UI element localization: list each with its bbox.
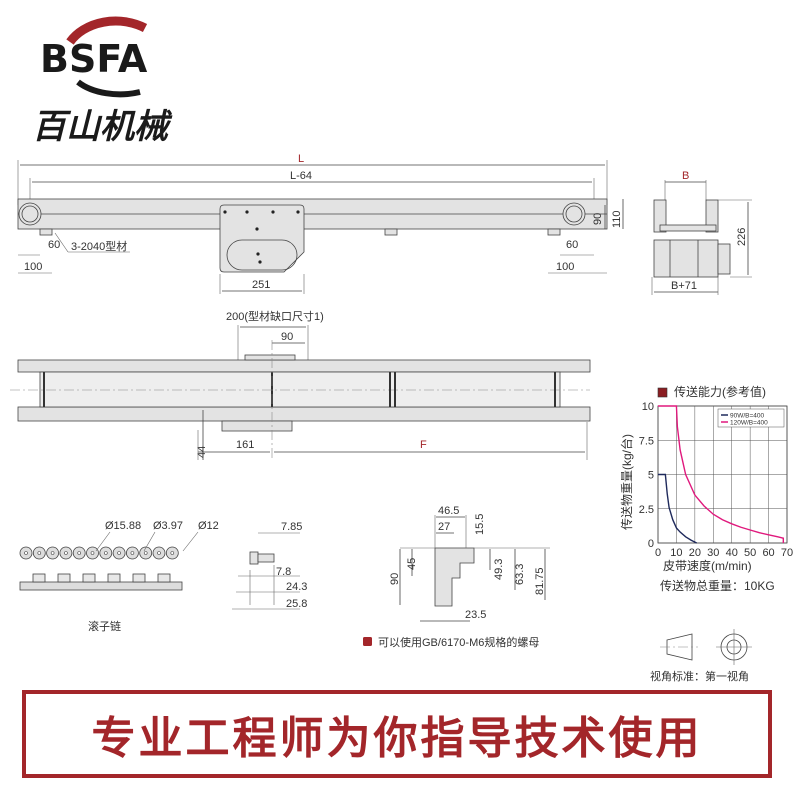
middle-view: 200(型材缺口尺寸1) 90 44 161 F (10, 309, 591, 460)
chain-attachment (82, 573, 96, 583)
dim-L: L (298, 153, 304, 165)
chart-xtick: 20 (689, 547, 701, 559)
logo-name: 百山机械 (32, 107, 173, 147)
chart-xtick: 10 (670, 547, 682, 559)
chain-d2: Ø3.97 (153, 520, 183, 532)
chain-attachment (57, 573, 71, 583)
profile-d45: 45 (406, 558, 418, 570)
profile-note: 3-2040型材 (71, 239, 127, 253)
chain-pin (90, 551, 95, 555)
chain-w4: 25.8 (286, 598, 307, 610)
chart-xlabel: 皮带速度(m/min) (663, 558, 752, 573)
chain-attachment (132, 573, 146, 583)
chart-title: 传送能力(参考值) (674, 384, 766, 399)
chain-d1: Ø15.88 (105, 520, 141, 532)
dim-161: 161 (236, 439, 254, 451)
chart-xtick: 0 (655, 547, 661, 559)
chain-w2: 7.8 (276, 566, 291, 578)
chart-legend-label: 120W/B=400 (730, 420, 768, 427)
dim-90-mid: 90 (281, 331, 293, 343)
profile-note: 可以使用GB/6170-M6规格的螺母 (378, 635, 539, 649)
chain-attachment (107, 573, 121, 583)
chart-legend (717, 408, 785, 428)
profile-d493: 49.3 (493, 559, 505, 580)
side-view: B 226 B+71 (651, 170, 752, 295)
profile-d235: 23.5 (465, 609, 486, 621)
top-view: L L-64 60 100 3-2040型材 251 60 100 90 110 (17, 153, 624, 294)
chart-series-line (658, 473, 698, 544)
banner-text: 专业工程师为你指导技术使用 (91, 713, 703, 764)
chart-ytick: 7.5 (639, 435, 654, 447)
profile-d465: 46.5 (438, 505, 459, 517)
dim-226: 226 (736, 228, 748, 246)
dim-B71: B+71 (671, 280, 697, 292)
projection-symbol: 视角标准：第一视角 (650, 629, 752, 683)
chain-attachment (32, 573, 46, 583)
dim-F: F (420, 439, 427, 451)
chart-ytick: 2.5 (639, 504, 654, 516)
chart-legend-label: 90W/B=400 (730, 413, 765, 420)
chart-ylabel: 传送物重量(kg/台) (619, 434, 634, 530)
warning-icon (363, 637, 372, 646)
profile-d633: 63.3 (514, 564, 526, 585)
dim-90: 90 (592, 213, 604, 225)
logo: BSFA 百山机械 (32, 16, 173, 147)
chart-ytick: 0 (648, 538, 654, 550)
chart-xtick: 40 (726, 547, 738, 559)
chart-title-icon (657, 387, 668, 398)
projection-label: 视角标准：第一视角 (650, 669, 749, 683)
chain-pin (64, 551, 68, 555)
dim-60-left: 60 (48, 239, 60, 251)
profile-section: 46.5 27 15.5 45 90 49.3 63.3 81.75 23.5 … (363, 505, 550, 649)
dim-100-left: 100 (24, 261, 42, 273)
chain-pin (77, 551, 81, 555)
chain-attachment (157, 573, 171, 583)
capacity-chart: 传送能力(参考值) 传送物重量(kg/台) 皮带速度(m/min) 传送物总重量… (619, 384, 793, 593)
banner: 专业工程师为你指导技术使用 (22, 690, 772, 778)
chain-w1: 7.85 (281, 521, 302, 533)
profile-d90: 90 (389, 573, 401, 585)
chain-side-view (19, 581, 183, 591)
roller-chain (19, 546, 183, 591)
dim-B: B (682, 170, 689, 182)
dim-110: 110 (611, 210, 623, 228)
chain-pin (157, 551, 161, 555)
chart-xtick: 60 (762, 547, 774, 559)
chart-footer: 传送物总重量：10KG (660, 578, 775, 593)
profile-d155: 15.5 (474, 514, 486, 535)
profile-d27: 27 (438, 521, 450, 533)
chart-series-line (658, 405, 785, 543)
dim-L64: L-64 (290, 170, 312, 182)
chain-dims: Ø15.88 Ø3.97 Ø12 滚子链 7.85 7.8 24.3 25.8 (88, 520, 307, 633)
logo-brand: BSFA (40, 37, 148, 81)
chain-w3: 24.3 (286, 581, 307, 593)
chart-xtick: 30 (707, 547, 719, 559)
chain-pin (24, 551, 28, 555)
chain-pin (117, 551, 121, 555)
chart-xtick: 70 (781, 547, 793, 559)
chain-pin (104, 551, 108, 555)
dim-200: 200(型材缺口尺寸1) (226, 309, 324, 323)
chain-pin (50, 551, 55, 555)
chain-label: 滚子链 (88, 619, 121, 633)
chain-pin (143, 551, 148, 555)
chain-d3: Ø12 (198, 520, 219, 532)
chain-pin (37, 551, 42, 555)
chain-pin (170, 551, 175, 555)
dim-60-right: 60 (566, 239, 578, 251)
chart-xtick: 50 (744, 547, 756, 559)
dim-100-right: 100 (556, 261, 574, 273)
dim-251: 251 (252, 279, 270, 291)
chain-pin (130, 551, 135, 555)
chart-ytick: 5 (648, 470, 654, 482)
profile-d8175: 81.75 (534, 567, 546, 595)
chart-ytick: 10 (642, 401, 654, 413)
